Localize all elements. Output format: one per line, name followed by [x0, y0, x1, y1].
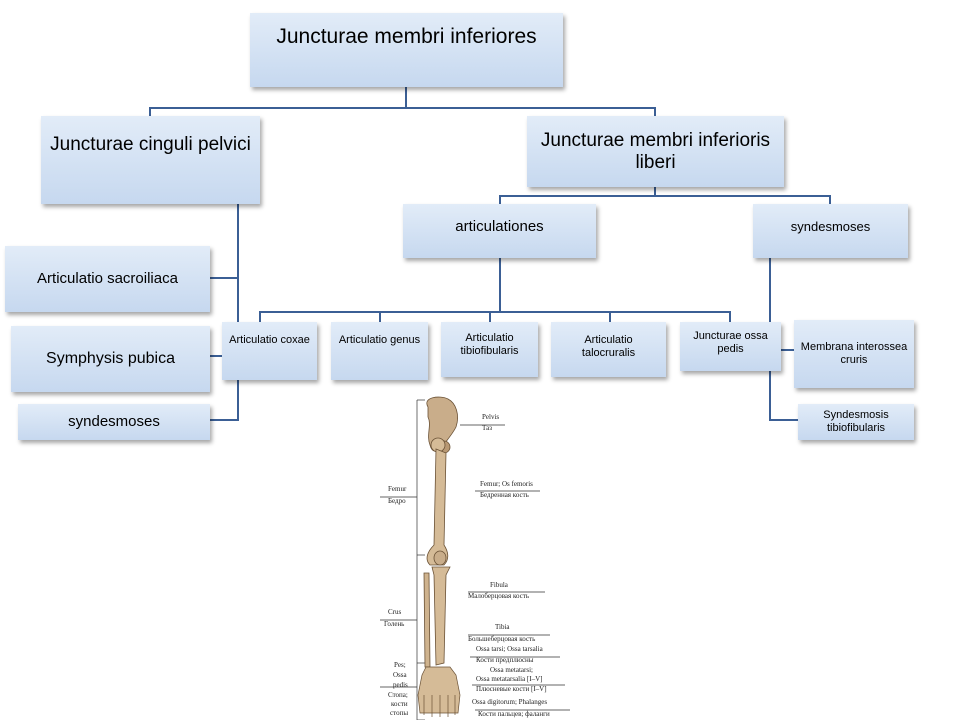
label-fibula-ru: Малоберцовая кость	[468, 592, 529, 600]
label-femur: Femur	[388, 485, 407, 493]
label-pedis: pedis	[393, 681, 408, 689]
label-metatarsalia: Ossa metatarsalia [I–V]	[476, 675, 542, 683]
tibia-bone	[431, 566, 451, 666]
syndesmoses-left-node: syndesmoses	[18, 404, 210, 440]
syndesmosis-tib-label: Syndesmosis tibiofibularis	[823, 409, 889, 434]
sacroiliaca-label: Articulatio sacroiliaca	[37, 270, 178, 288]
label-pelvis-ru: Таз	[482, 424, 492, 432]
label-tarsi-ru: Кости предплюсны	[476, 656, 534, 664]
talocruralis-label: Articulatio talocruralis	[581, 334, 636, 359]
label-metatarsi-ru: Плюсневые кости [I–V]	[476, 685, 547, 693]
tibiofibularis-label: Articulatio tibiofibularis	[460, 332, 519, 357]
label-crus-ru: Голень	[384, 620, 404, 628]
cinguli-label: Juncturae cinguli pelvici	[50, 134, 251, 155]
membrana-label: Membrana interossea cruris	[800, 341, 908, 366]
label-femur-ru: Бедро	[388, 497, 406, 505]
label-fibula: Fibula	[490, 581, 509, 589]
label-os-femoris-ru: Бедренная кость	[480, 491, 529, 499]
talocruralis-node: Articulatio talocruralis	[551, 322, 666, 377]
lower-limb-illustration: Pelvis Таз Femur Бедро Femur; Os femoris…	[380, 396, 570, 720]
femur-bone	[426, 437, 449, 566]
syndesmoses-right-node: syndesmoses	[753, 204, 908, 258]
liberi-node: Juncturae membri inferioris liberi	[527, 116, 784, 187]
genus-node: Articulatio genus	[331, 322, 428, 380]
label-tarsi: Ossa tarsi; Ossa tarsalia	[476, 645, 544, 653]
foot-bones	[417, 666, 461, 717]
tibiofibularis-node: Articulatio tibiofibularis	[441, 322, 538, 377]
label-digitorum: Ossa digitorum; Phalanges	[472, 698, 547, 706]
fibula-bone	[423, 572, 431, 668]
symphysis-node: Symphysis pubica	[11, 326, 210, 392]
ossa-pedis-node: Juncturae ossa pedis	[680, 322, 781, 371]
root-label: Juncturae membri inferiores	[276, 25, 537, 48]
label-kosti: кости	[391, 700, 408, 708]
label-pelvis: Pelvis	[482, 413, 499, 421]
root-node: Juncturae membri inferiores	[250, 13, 563, 87]
ossa-pedis-label: Juncturae ossa pedis	[693, 330, 768, 355]
coxae-node: Articulatio coxae	[222, 322, 317, 380]
articulationes-label: articulationes	[455, 218, 544, 235]
label-stopa: Стопа;	[388, 691, 408, 699]
label-ossa: Ossa	[393, 671, 408, 679]
label-os-femoris: Femur; Os femoris	[480, 480, 533, 488]
syndesmoses-left-label: syndesmoses	[68, 413, 160, 431]
label-tibia: Tibia	[495, 623, 510, 631]
label-metatarsi: Ossa metatarsi;	[490, 666, 533, 674]
label-crus: Crus	[388, 608, 402, 616]
coxae-label: Articulatio coxae	[229, 334, 310, 346]
liberi-label: Juncturae membri inferioris liberi	[540, 129, 771, 173]
label-tibia-ru: Большеберцовая кость	[468, 635, 535, 643]
syndesmosis-tib-node: Syndesmosis tibiofibularis	[798, 404, 914, 440]
genus-label: Articulatio genus	[338, 334, 421, 346]
sacroiliaca-node: Articulatio sacroiliaca	[5, 246, 210, 312]
symphysis-label: Symphysis pubica	[46, 349, 175, 367]
syndesmoses-right-label: syndesmoses	[790, 219, 871, 234]
patella-bone	[433, 550, 447, 566]
articulationes-node: articulationes	[403, 204, 596, 258]
label-pes: Pes;	[394, 661, 406, 669]
membrana-node: Membrana interossea cruris	[794, 320, 914, 388]
cinguli-node: Juncturae cinguli pelvici	[41, 116, 260, 204]
label-stopy: стопы	[390, 709, 408, 717]
label-digitorum-ru: Кости пальцев; фаланги	[478, 710, 550, 718]
